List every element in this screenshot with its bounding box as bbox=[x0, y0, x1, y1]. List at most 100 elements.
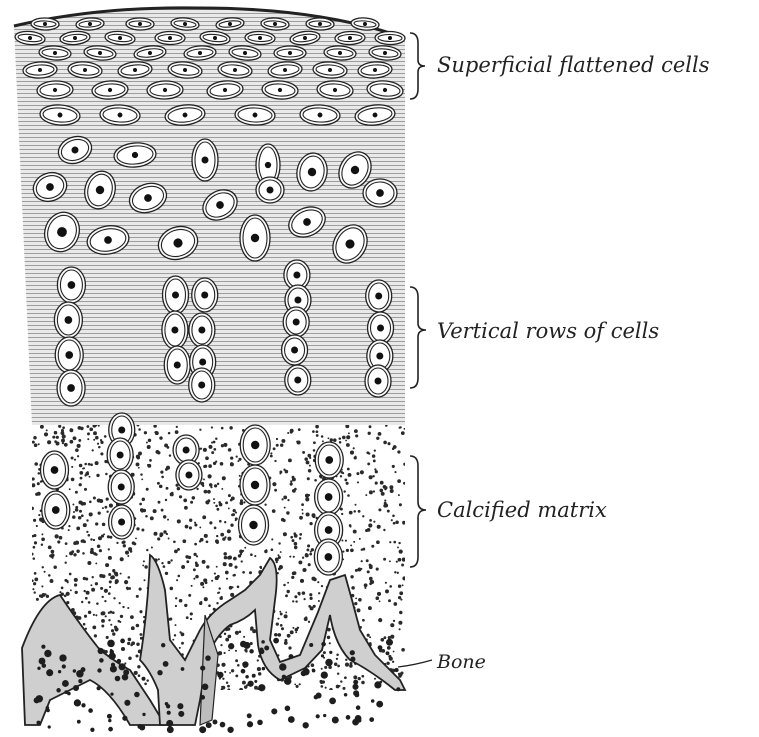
marrow-cell bbox=[394, 668, 398, 672]
matrix-granule bbox=[299, 537, 302, 540]
matrix-granule bbox=[211, 580, 213, 582]
matrix-granule bbox=[230, 524, 233, 527]
marrow-cell bbox=[321, 642, 326, 647]
matrix-granule bbox=[271, 538, 273, 540]
matrix-granule bbox=[100, 452, 103, 455]
marrow-cell bbox=[285, 706, 291, 712]
matrix-granule bbox=[112, 632, 115, 635]
matrix-granule bbox=[372, 454, 376, 458]
matrix-granule bbox=[112, 611, 115, 614]
matrix-granule bbox=[320, 685, 323, 688]
matrix-granule bbox=[209, 445, 213, 449]
matrix-granule bbox=[393, 522, 396, 525]
marrow-cell bbox=[325, 659, 332, 666]
matrix-granule bbox=[309, 522, 312, 525]
matrix-granule bbox=[304, 457, 308, 461]
matrix-granule bbox=[227, 685, 230, 688]
matrix-granule bbox=[178, 575, 181, 578]
matrix-granule bbox=[74, 578, 78, 582]
matrix-granule bbox=[222, 678, 224, 680]
matrix-granule bbox=[174, 550, 178, 554]
matrix-granule bbox=[135, 654, 138, 657]
marrow-cell bbox=[139, 724, 145, 730]
matrix-granule bbox=[114, 627, 118, 631]
matrix-granule bbox=[330, 438, 333, 441]
marrow-cell bbox=[46, 709, 50, 713]
matrix-granule bbox=[176, 426, 178, 428]
matrix-granule bbox=[74, 583, 77, 586]
matrix-granule bbox=[378, 618, 382, 622]
matrix-granule bbox=[110, 624, 112, 626]
matrix-granule bbox=[165, 468, 168, 471]
matrix-granule bbox=[383, 441, 387, 445]
matrix-granule bbox=[179, 599, 183, 603]
matrix-granule bbox=[122, 606, 124, 608]
matrix-granule bbox=[179, 495, 182, 498]
matrix-granule bbox=[105, 615, 107, 617]
matrix-granule bbox=[257, 667, 261, 671]
marrow-cell bbox=[90, 728, 94, 732]
matrix-granule bbox=[213, 502, 215, 504]
matrix-granule bbox=[397, 479, 401, 483]
matrix-granule bbox=[371, 545, 374, 548]
matrix-granule bbox=[393, 541, 396, 544]
flattened-chondrocyte bbox=[306, 18, 334, 31]
matrix-granule bbox=[280, 551, 282, 553]
matrix-granule bbox=[194, 543, 197, 546]
matrix-granule bbox=[355, 569, 358, 572]
matrix-granule bbox=[276, 444, 279, 447]
matrix-granule bbox=[398, 596, 401, 599]
matrix-granule bbox=[402, 521, 406, 525]
matrix-granule bbox=[77, 455, 79, 457]
matrix-granule bbox=[144, 431, 147, 434]
matrix-granule bbox=[236, 455, 238, 457]
matrix-granule bbox=[304, 598, 306, 600]
marrow-cell bbox=[108, 719, 111, 722]
matrix-granule bbox=[217, 483, 219, 485]
matrix-granule bbox=[290, 630, 294, 634]
matrix-granule bbox=[317, 581, 319, 583]
matrix-granule bbox=[297, 627, 299, 629]
matrix-granule bbox=[165, 572, 168, 575]
matrix-granule bbox=[127, 607, 129, 609]
marrow-cell bbox=[199, 726, 206, 733]
matrix-granule bbox=[105, 473, 108, 476]
matrix-granule bbox=[194, 522, 196, 524]
matrix-granule bbox=[184, 604, 187, 607]
matrix-granule bbox=[286, 511, 289, 514]
matrix-granule bbox=[353, 447, 355, 449]
matrix-granule bbox=[83, 623, 86, 626]
matrix-granule bbox=[375, 596, 379, 600]
matrix-granule bbox=[285, 470, 289, 474]
matrix-granule bbox=[84, 463, 87, 466]
matrix-granule bbox=[207, 490, 211, 494]
matrix-granule bbox=[38, 443, 40, 445]
matrix-granule bbox=[231, 669, 234, 672]
matrix-granule bbox=[358, 510, 361, 513]
matrix-granule bbox=[376, 568, 379, 571]
matrix-granule bbox=[341, 539, 343, 541]
matrix-granule bbox=[346, 549, 349, 552]
matrix-granule bbox=[179, 647, 181, 649]
matrix-granule bbox=[287, 582, 289, 584]
matrix-granule bbox=[294, 683, 296, 685]
matrix-granule bbox=[390, 623, 394, 627]
matrix-granule bbox=[292, 572, 295, 575]
columnar-chondrocyte bbox=[109, 505, 135, 539]
label-bone: Bone bbox=[436, 651, 486, 673]
matrix-granule bbox=[399, 628, 401, 630]
matrix-granule bbox=[228, 494, 231, 497]
matrix-granule bbox=[34, 572, 37, 575]
matrix-granule bbox=[295, 631, 297, 633]
marrow-cell bbox=[323, 714, 326, 717]
matrix-granule bbox=[32, 441, 35, 444]
matrix-granule bbox=[333, 438, 337, 442]
matrix-granule bbox=[241, 560, 243, 562]
columnar-chondrocyte bbox=[315, 442, 343, 478]
matrix-granule bbox=[397, 450, 400, 453]
matrix-granule bbox=[144, 682, 147, 685]
matrix-granule bbox=[73, 542, 77, 546]
matrix-granule bbox=[90, 548, 93, 551]
matrix-granule bbox=[353, 675, 357, 679]
matrix-granule bbox=[56, 436, 59, 439]
